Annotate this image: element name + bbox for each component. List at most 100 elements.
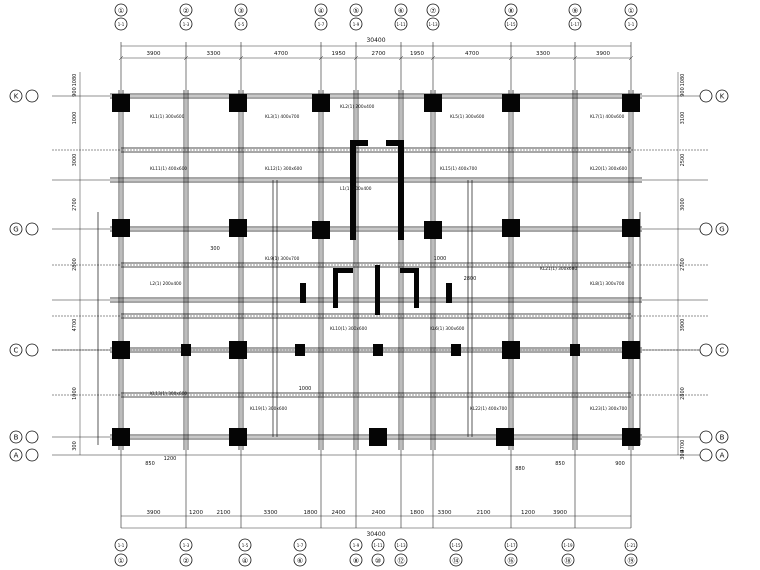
- column: [502, 94, 520, 112]
- beam-label: L1(1) 200x400: [340, 186, 372, 192]
- axis-bubble-top-sub: [504, 17, 518, 31]
- axis-bubble-bottom: [349, 553, 363, 567]
- axis-bubble-bottom-sub: [449, 538, 463, 552]
- axis-label-left: K: [14, 93, 19, 101]
- axis-bubble-top-sub: [568, 17, 582, 31]
- dim-top-value: 4700: [274, 51, 288, 57]
- beam-label: KL8(1) 300x700: [590, 281, 625, 287]
- axis-sublabel-top: 1-7: [318, 22, 325, 27]
- beam-label: KL19(1) 300x600: [250, 406, 287, 412]
- axis-sublabel-top: 1-13: [428, 22, 438, 27]
- dim-tick: [183, 55, 189, 61]
- column: [496, 428, 514, 446]
- axis-bubble-left: [9, 89, 23, 103]
- dim-right-value: 1080: [680, 74, 686, 87]
- axis-bubble-right: [715, 343, 729, 357]
- column-small: [295, 344, 305, 356]
- axis-label-bottom: ⑲: [628, 557, 635, 565]
- beam-label: KL3(1) 400x700: [265, 114, 300, 120]
- dim-bottom-value: 3300: [438, 510, 452, 516]
- axis-bubble-right: [699, 343, 713, 357]
- axis-sublabel-bottom: 1-1: [118, 543, 125, 548]
- axis-bubble-bottom-sub: [561, 538, 575, 552]
- dim-total-bottom: 30400: [366, 531, 385, 538]
- beam-label: KL13(1) 300x600: [150, 391, 187, 397]
- axis-bubble-top: [314, 3, 328, 17]
- axis-label-bottom: ⑧: [353, 557, 359, 565]
- column: [112, 341, 130, 359]
- axis-bubble-left: [9, 430, 23, 444]
- column: [229, 341, 247, 359]
- dim-top-value: 3300: [536, 51, 550, 57]
- dim-top-value: 1950: [410, 51, 424, 57]
- column: [312, 94, 330, 112]
- axis-bubble-bottom-sub: [504, 538, 518, 552]
- axis-bubble-bottom: [624, 553, 638, 567]
- axis-sublabel-bottom: 1-17: [506, 543, 516, 548]
- dim-top-value: 4700: [465, 51, 479, 57]
- dim-tick: [628, 55, 634, 61]
- column: [502, 219, 520, 237]
- shear-wall: [333, 268, 338, 308]
- shear-wall: [400, 268, 419, 273]
- axis-label-top: ③: [238, 7, 244, 15]
- axis-bubble-bottom-sub: [371, 538, 385, 552]
- column: [424, 221, 442, 239]
- axis-bubble-right: [699, 222, 713, 236]
- dim-bottom-value: 1200: [521, 510, 535, 516]
- axis-bubble-top-sub: [349, 17, 363, 31]
- axis-sublabel-top: 1-3: [183, 22, 190, 27]
- axis-bubble-bottom: [114, 553, 128, 567]
- axis-bubble-bottom: [179, 553, 193, 567]
- dim-tick: [118, 55, 124, 61]
- beam-label: KL9(1) 300x700: [265, 256, 300, 262]
- axis-bubble-bottom-sub: [293, 538, 307, 552]
- column: [229, 219, 247, 237]
- axis-bubble-right: [715, 222, 729, 236]
- axis-label-bottom: ⑯: [508, 557, 515, 565]
- dim-tick: [430, 55, 436, 61]
- axis-sublabel-bottom: 1-5: [242, 543, 249, 548]
- axis-bubble-left: [25, 448, 39, 462]
- dim-top-value: 3900: [596, 51, 610, 57]
- dim-right-value: 2500: [680, 154, 686, 167]
- dim-top-value: 3300: [207, 51, 221, 57]
- axis-label-top: ①: [118, 7, 124, 15]
- dim-note: 1000: [434, 256, 447, 262]
- core-walls: [300, 140, 452, 315]
- axis-label-top: ②: [183, 7, 189, 15]
- axis-label-left: C: [14, 347, 19, 355]
- column-small: [373, 344, 383, 356]
- axis-bubble-bottom: [449, 553, 463, 567]
- column: [229, 428, 247, 446]
- axis-label-bottom: ①: [118, 557, 124, 565]
- beam-label: KL2(1) 200x400: [340, 104, 375, 110]
- axis-bubble-right: [715, 89, 729, 103]
- axis-label-left: B: [14, 434, 19, 442]
- axis-sublabel-top: 1-1: [628, 22, 635, 27]
- dim-note: 1000: [299, 386, 312, 392]
- beam-label: KL22(1) 400x700: [470, 406, 507, 412]
- axis-bubble-bottom-sub: [349, 538, 363, 552]
- shear-wall: [350, 140, 368, 146]
- dim-bottom-value: 1200: [189, 510, 203, 516]
- axis-label-bottom: ⑥: [297, 557, 303, 565]
- axis-bubble-top: [394, 3, 408, 17]
- axis-bubble-left: [25, 89, 39, 103]
- axis-label-right: A: [720, 452, 725, 460]
- dim-right-value: 3100: [680, 112, 686, 125]
- dim-left-value: 300: [72, 441, 78, 451]
- axis-bubble-right: [699, 430, 713, 444]
- axis-bubble-top: [179, 3, 193, 17]
- axis-sublabel-bottom: 1-19: [563, 543, 573, 548]
- beam-label: KL5(1) 300x600: [450, 114, 485, 120]
- axis-bubble-top: [349, 3, 363, 17]
- axis-bubble-left: [9, 343, 23, 357]
- dim-bottom-value: 3900: [553, 510, 567, 516]
- beam-label: KL23(1) 300x700: [590, 406, 627, 412]
- column: [312, 221, 330, 239]
- axis-bubble-right: [699, 448, 713, 462]
- axis-sublabel-top: 1-1: [118, 22, 125, 27]
